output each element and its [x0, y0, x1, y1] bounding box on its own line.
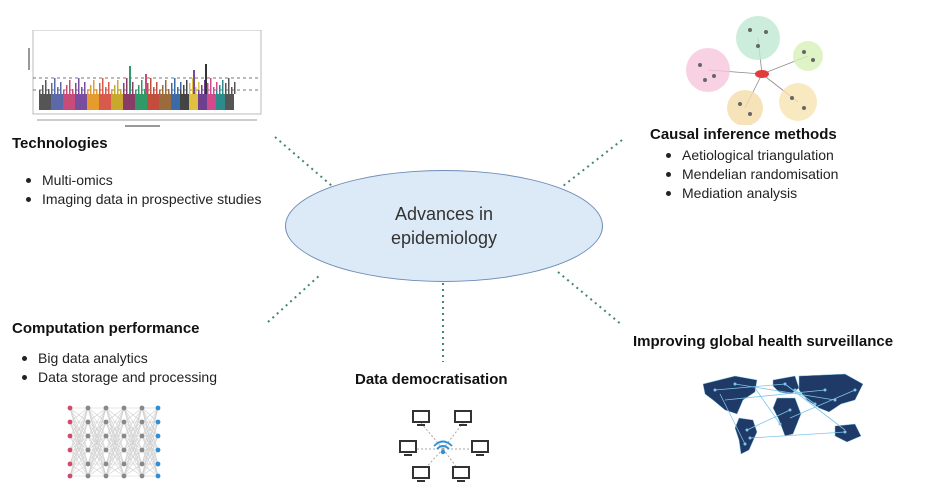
connector-technologies: [274, 136, 333, 187]
list-item: Data storage and processing: [18, 368, 268, 387]
computation-heading: Computation performance: [12, 320, 200, 337]
surveillance-heading: Improving global health surveillance: [633, 333, 894, 350]
manhattan-plot-icon: [28, 30, 262, 127]
connector-surveillance: [557, 271, 623, 326]
list-item: Big data analytics: [18, 349, 268, 368]
list-item: Aetiological triangulation: [662, 146, 912, 165]
causal-list: Aetiological triangulation Mendelian ran…: [662, 146, 912, 203]
technologies-heading: Technologies: [12, 135, 108, 152]
list-item: Mediation analysis: [662, 184, 912, 203]
technologies-list: Multi-omics Imaging data in prospective …: [22, 171, 272, 209]
causal-heading: Causal inference methods: [650, 126, 837, 143]
world-map-icon: [702, 373, 864, 455]
connector-causal: [562, 139, 623, 187]
causal-network-icon: [686, 16, 823, 125]
neural-network-icon: [67, 405, 161, 479]
democratisation-heading: Data democratisation: [355, 371, 508, 388]
list-item: Multi-omics: [22, 171, 272, 190]
networked-computers-icon: [399, 410, 489, 482]
connector-computation: [267, 274, 321, 323]
center-title: Advances in epidemiology: [390, 204, 498, 248]
center-oval: Advances in epidemiology: [285, 170, 603, 282]
list-item: Mendelian randomisation: [662, 165, 912, 184]
list-item: Imaging data in prospective studies: [22, 190, 272, 209]
computation-list: Big data analytics Data storage and proc…: [18, 349, 268, 387]
